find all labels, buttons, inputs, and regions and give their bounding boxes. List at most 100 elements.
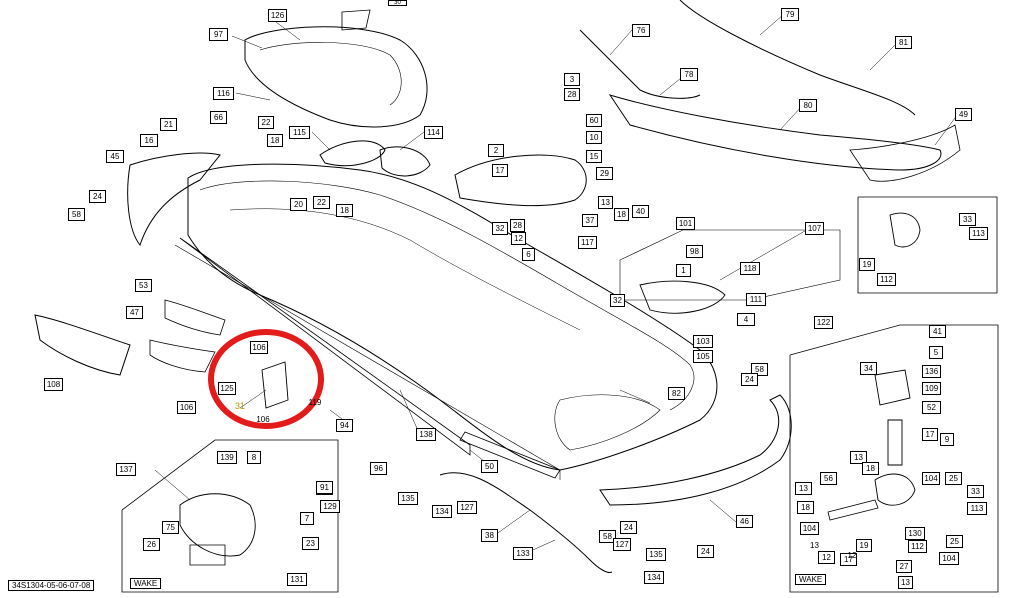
latch-top-right (889, 212, 921, 248)
inset-frame-bottom-right (789, 324, 999, 593)
tube-52 (887, 419, 903, 466)
callout-label: 78 (680, 68, 698, 81)
highlighted-callout: 31 (235, 401, 246, 411)
callout-label: 13 (795, 482, 812, 495)
callout-label: 12 (818, 551, 835, 564)
callout-label: 131 (287, 573, 307, 586)
callout-label: 34 (860, 362, 877, 375)
callout-label: 118 (740, 262, 760, 275)
tow-hook-139 (179, 493, 256, 557)
callout-label: 4 (737, 313, 755, 326)
callout-label: 122 (814, 316, 833, 329)
callout-label: 13 (898, 576, 913, 589)
callout-label: 52 (922, 401, 941, 414)
callout-label: 25 (945, 472, 962, 485)
callout-label: 1 (676, 264, 691, 277)
gasket-114 (379, 146, 431, 177)
callout-label: 125 (218, 382, 236, 395)
callout-label: 24 (697, 545, 714, 558)
callout-label: 126 (268, 9, 287, 22)
callout-label: 32 (492, 222, 508, 235)
callout-label: 7 (300, 512, 314, 525)
callout-label: 15 (586, 150, 602, 163)
callout-label: 113 (967, 502, 987, 515)
callout-label: 139 (217, 451, 237, 464)
callout-label: 41 (929, 325, 946, 338)
callout-label: 133 (513, 547, 533, 560)
callout-label: 5 (929, 346, 943, 359)
callout-label: 23 (302, 537, 319, 550)
callout-label: 134 (432, 505, 452, 518)
callout-label: 108 (44, 378, 63, 391)
callout-label: 37 (582, 214, 598, 227)
gasket-115 (319, 140, 386, 167)
callout-label: 12 (847, 551, 857, 560)
callout-label: 33 (967, 485, 984, 498)
callout-label: 60 (586, 114, 602, 127)
callout-label: 105 (693, 350, 713, 363)
callout-label: 58 (68, 208, 85, 221)
callout-label: 104 (922, 472, 940, 485)
storage-lid-111 (639, 280, 726, 314)
callout-label: 17 (492, 164, 508, 177)
callout-label: 113 (969, 227, 988, 240)
callout-label: 91 (316, 481, 333, 494)
callout-label: 29 (596, 167, 613, 180)
callout-label: 134 (644, 571, 664, 584)
callout-label: 27 (896, 560, 912, 573)
side-panel-45 (127, 152, 221, 247)
callout-label: 111 (746, 293, 766, 306)
callout-label: 13 (598, 196, 613, 209)
callout-label: 106 (177, 401, 196, 414)
callout-label: 98 (686, 245, 703, 258)
callout-label: 53 (135, 279, 152, 292)
deck-line (199, 180, 695, 411)
wake-label-right: WAKE (795, 574, 827, 585)
callout-label: 106 (250, 341, 268, 354)
bumper-46 (599, 394, 792, 506)
steering-part-34 (874, 369, 911, 406)
callout-label: 24 (620, 521, 637, 534)
callout-label: 137 (116, 463, 136, 476)
callout-label: 117 (578, 236, 597, 249)
callout-label: 107 (805, 222, 824, 235)
callout-label: 18 (614, 208, 629, 221)
callout-label: 138 (416, 428, 436, 441)
callout-label: 10 (586, 131, 602, 144)
callout-label: 28 (510, 219, 525, 232)
callout-label: 28 (564, 88, 580, 101)
callout-label: 33 (959, 213, 976, 226)
callout-label: 6 (522, 248, 535, 261)
inset-frame-storage (619, 229, 841, 301)
callout-label: 106 (256, 415, 270, 424)
highlight-circle (208, 329, 324, 429)
callout-label: 12 (511, 232, 526, 245)
callout-label: 79 (781, 8, 799, 21)
callout-label: 8 (247, 451, 261, 464)
callout-label: 80 (799, 99, 817, 112)
deck-inner-line (229, 208, 581, 331)
callout-label: 18 (797, 501, 814, 514)
callout-label: 19 (856, 539, 872, 552)
storage-bin-inner (259, 42, 402, 106)
vent-grille-108 (34, 314, 131, 376)
callout-label: 109 (922, 382, 941, 395)
callout-label: 49 (955, 108, 972, 121)
callout-label: 112 (877, 273, 896, 286)
callout-label: 2 (488, 144, 504, 157)
latch-assembly (874, 473, 916, 506)
callout-label: 9 (940, 433, 954, 446)
callout-label: 30 (388, 0, 407, 6)
footwell-outline (554, 394, 661, 451)
callout-label: 24 (741, 373, 758, 386)
callout-label: 17 (840, 553, 857, 566)
callout-label: 136 (922, 365, 941, 378)
callout-label: 104 (939, 552, 959, 565)
callout-label: 20 (290, 198, 307, 211)
document-code: 34S1304-05-06-07-08 (8, 580, 95, 591)
wake-label-left: WAKE (130, 578, 162, 589)
leader-lines (154, 13, 959, 555)
callout-label: 101 (676, 217, 695, 230)
